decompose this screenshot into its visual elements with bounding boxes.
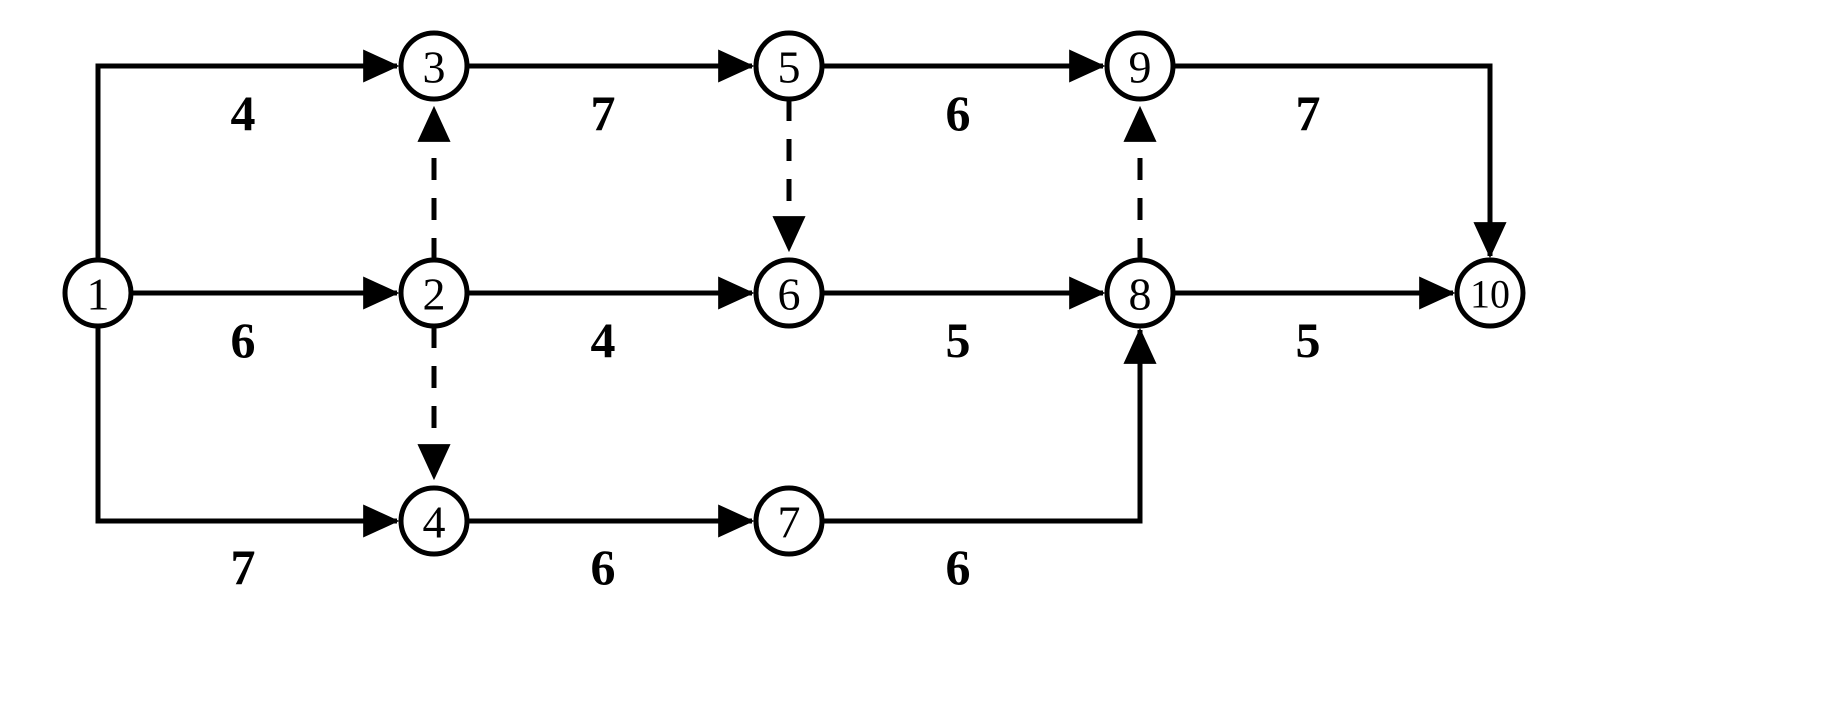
edge-weight-1-2: 6 <box>231 312 256 368</box>
edge-7-to-8: 6 <box>822 327 1157 595</box>
node-9-label: 9 <box>1129 42 1152 93</box>
edge-4-to-7: 6 <box>467 504 755 595</box>
edge-weight-5-9: 6 <box>946 85 971 141</box>
edge-weight-6-8: 5 <box>946 312 971 368</box>
edge-weight-2-6: 4 <box>591 312 616 368</box>
node-1[interactable]: 1 <box>62 257 134 329</box>
node-8-circle[interactable] <box>1104 257 1176 329</box>
node-4-circle[interactable] <box>398 485 470 557</box>
edge-weight-8-10: 5 <box>1296 312 1321 368</box>
node-3-circle[interactable] <box>398 30 470 102</box>
edge-6-to-8: 5 <box>822 276 1106 368</box>
node-1-circle[interactable] <box>62 257 134 329</box>
node-8-label: 8 <box>1129 269 1152 320</box>
edge-3-to-5: 7 <box>467 49 755 141</box>
node-2-label: 2 <box>423 269 446 320</box>
node-5[interactable]: 5 <box>753 30 825 102</box>
edge-5-to-9: 6 <box>822 49 1106 141</box>
node-6-circle[interactable] <box>753 257 825 329</box>
node-3[interactable]: 3 <box>398 30 470 102</box>
edge-1-to-2: 6 <box>131 276 400 368</box>
edge-weight-3-5: 7 <box>591 85 616 141</box>
node-9[interactable]: 9 <box>1104 30 1176 102</box>
edge-8-to-10: 5 <box>1173 276 1456 368</box>
node-6-label: 6 <box>778 269 801 320</box>
edge-9-to-10: 7 <box>1173 63 1507 259</box>
edge-1-to-4: 7 <box>95 326 400 595</box>
node-10-label: 10 <box>1470 272 1510 317</box>
node-5-circle[interactable] <box>753 30 825 102</box>
node-5-label: 5 <box>778 42 801 93</box>
node-10[interactable]: 10 <box>1454 257 1526 329</box>
node-2[interactable]: 2 <box>398 257 470 329</box>
node-2-circle[interactable] <box>398 257 470 329</box>
node-3-label: 3 <box>423 42 446 93</box>
edge-weight-4-7: 6 <box>591 539 616 595</box>
edge-weight-1-4: 7 <box>231 539 256 595</box>
node-6[interactable]: 6 <box>753 257 825 329</box>
node-4-label: 4 <box>423 497 446 548</box>
edge-2-to-6: 4 <box>467 276 755 368</box>
node-8[interactable]: 8 <box>1104 257 1176 329</box>
edge-weight-1-3: 4 <box>231 85 256 141</box>
node-7[interactable]: 7 <box>753 485 825 557</box>
edge-weight-9-10: 7 <box>1296 85 1321 141</box>
node-1-label: 1 <box>87 269 110 320</box>
node-4[interactable]: 4 <box>398 485 470 557</box>
node-7-circle[interactable] <box>753 485 825 557</box>
edge-weight-7-8: 6 <box>946 539 971 595</box>
node-7-label: 7 <box>778 497 801 548</box>
node-10-circle[interactable] <box>1454 257 1526 329</box>
node-9-circle[interactable] <box>1104 30 1176 102</box>
edge-1-to-3: 4 <box>95 49 400 260</box>
